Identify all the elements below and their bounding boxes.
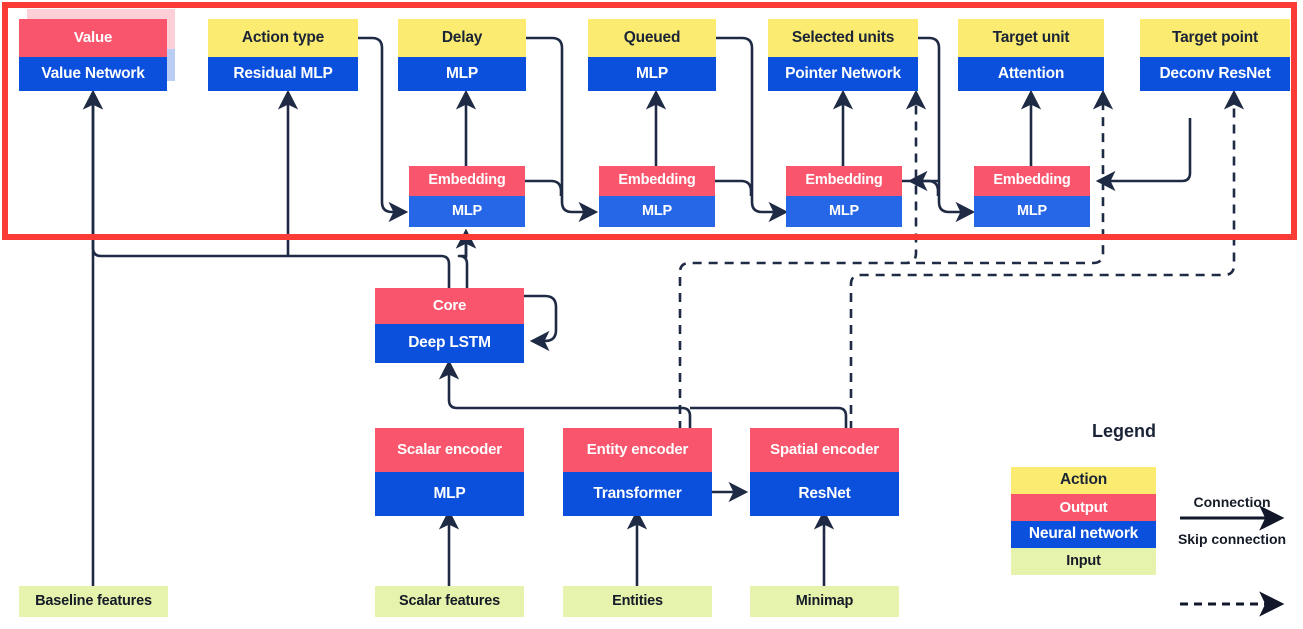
legend-swatch-neural-network: Neural network: [1011, 521, 1156, 548]
head-value-network-label: Value Network: [19, 57, 167, 91]
head-queued-action-label: Queued: [588, 19, 716, 57]
encoder-spatial[interactable]: Spatial encoder ResNet: [750, 428, 899, 516]
legend-swatch-input: Input: [1011, 548, 1156, 575]
embedding-2-network-label: MLP: [599, 196, 715, 227]
encoder-scalar[interactable]: Scalar encoder MLP: [375, 428, 524, 516]
encoder-entity[interactable]: Entity encoder Transformer: [563, 428, 712, 516]
legend-title: Legend: [1091, 421, 1156, 441]
head-target-unit-action-label: Target unit: [958, 19, 1104, 57]
embedding-1-output-label: Embedding: [409, 166, 525, 196]
head-target-point-action-label: Target point: [1140, 19, 1290, 57]
head-action-type-action-label: Action type: [208, 19, 358, 57]
encoder-entity-output-label: Entity encoder: [563, 428, 712, 472]
head-target-point[interactable]: Target point Deconv ResNet: [1140, 19, 1290, 91]
head-target-unit[interactable]: Target unit Attention: [958, 19, 1104, 91]
legend-skip-connection-label: Skip connection: [1177, 531, 1287, 547]
head-delay-network-label: MLP: [398, 57, 526, 91]
core-network-label: Deep LSTM: [375, 324, 524, 363]
legend-connection-label: Connection: [1193, 494, 1271, 510]
encoder-entity-network-label: Transformer: [563, 472, 712, 516]
head-value-action-label: Value: [19, 19, 167, 57]
core-block[interactable]: Core Deep LSTM: [375, 288, 524, 363]
embedding-block-4[interactable]: Embedding MLP: [974, 166, 1090, 227]
head-selected-units[interactable]: Selected units Pointer Network: [768, 19, 918, 91]
head-queued[interactable]: Queued MLP: [588, 19, 716, 91]
legend-swatch-action: Action: [1011, 467, 1156, 494]
head-action-type[interactable]: Action type Residual MLP: [208, 19, 358, 91]
head-action-type-network-label: Residual MLP: [208, 57, 358, 91]
encoder-scalar-output-label: Scalar encoder: [375, 428, 524, 472]
embedding-3-output-label: Embedding: [786, 166, 902, 196]
input-entities[interactable]: Entities: [563, 586, 712, 617]
head-selected-units-network-label: Pointer Network: [768, 57, 918, 91]
head-delay[interactable]: Delay MLP: [398, 19, 526, 91]
legend-swatch-stack: Action Output Neural network Input: [1011, 467, 1156, 575]
head-target-point-network-label: Deconv ResNet: [1140, 57, 1290, 91]
input-minimap[interactable]: Minimap: [750, 586, 899, 617]
encoder-scalar-network-label: MLP: [375, 472, 524, 516]
input-baseline-features[interactable]: Baseline features: [19, 586, 168, 617]
embedding-4-output-label: Embedding: [974, 166, 1090, 196]
head-queued-network-label: MLP: [588, 57, 716, 91]
head-selected-units-action-label: Selected units: [768, 19, 918, 57]
embedding-4-network-label: MLP: [974, 196, 1090, 227]
encoder-spatial-output-label: Spatial encoder: [750, 428, 899, 472]
head-delay-action-label: Delay: [398, 19, 526, 57]
head-target-unit-network-label: Attention: [958, 57, 1104, 91]
core-output-label: Core: [375, 288, 524, 324]
input-scalar-features[interactable]: Scalar features: [375, 586, 524, 617]
legend-swatch-output: Output: [1011, 494, 1156, 521]
embedding-block-1[interactable]: Embedding MLP: [409, 166, 525, 227]
encoder-spatial-network-label: ResNet: [750, 472, 899, 516]
embedding-3-network-label: MLP: [786, 196, 902, 227]
embedding-1-network-label: MLP: [409, 196, 525, 227]
head-value[interactable]: Value Value Network: [19, 19, 167, 91]
embedding-block-3[interactable]: Embedding MLP: [786, 166, 902, 227]
embedding-2-output-label: Embedding: [599, 166, 715, 196]
embedding-block-2[interactable]: Embedding MLP: [599, 166, 715, 227]
